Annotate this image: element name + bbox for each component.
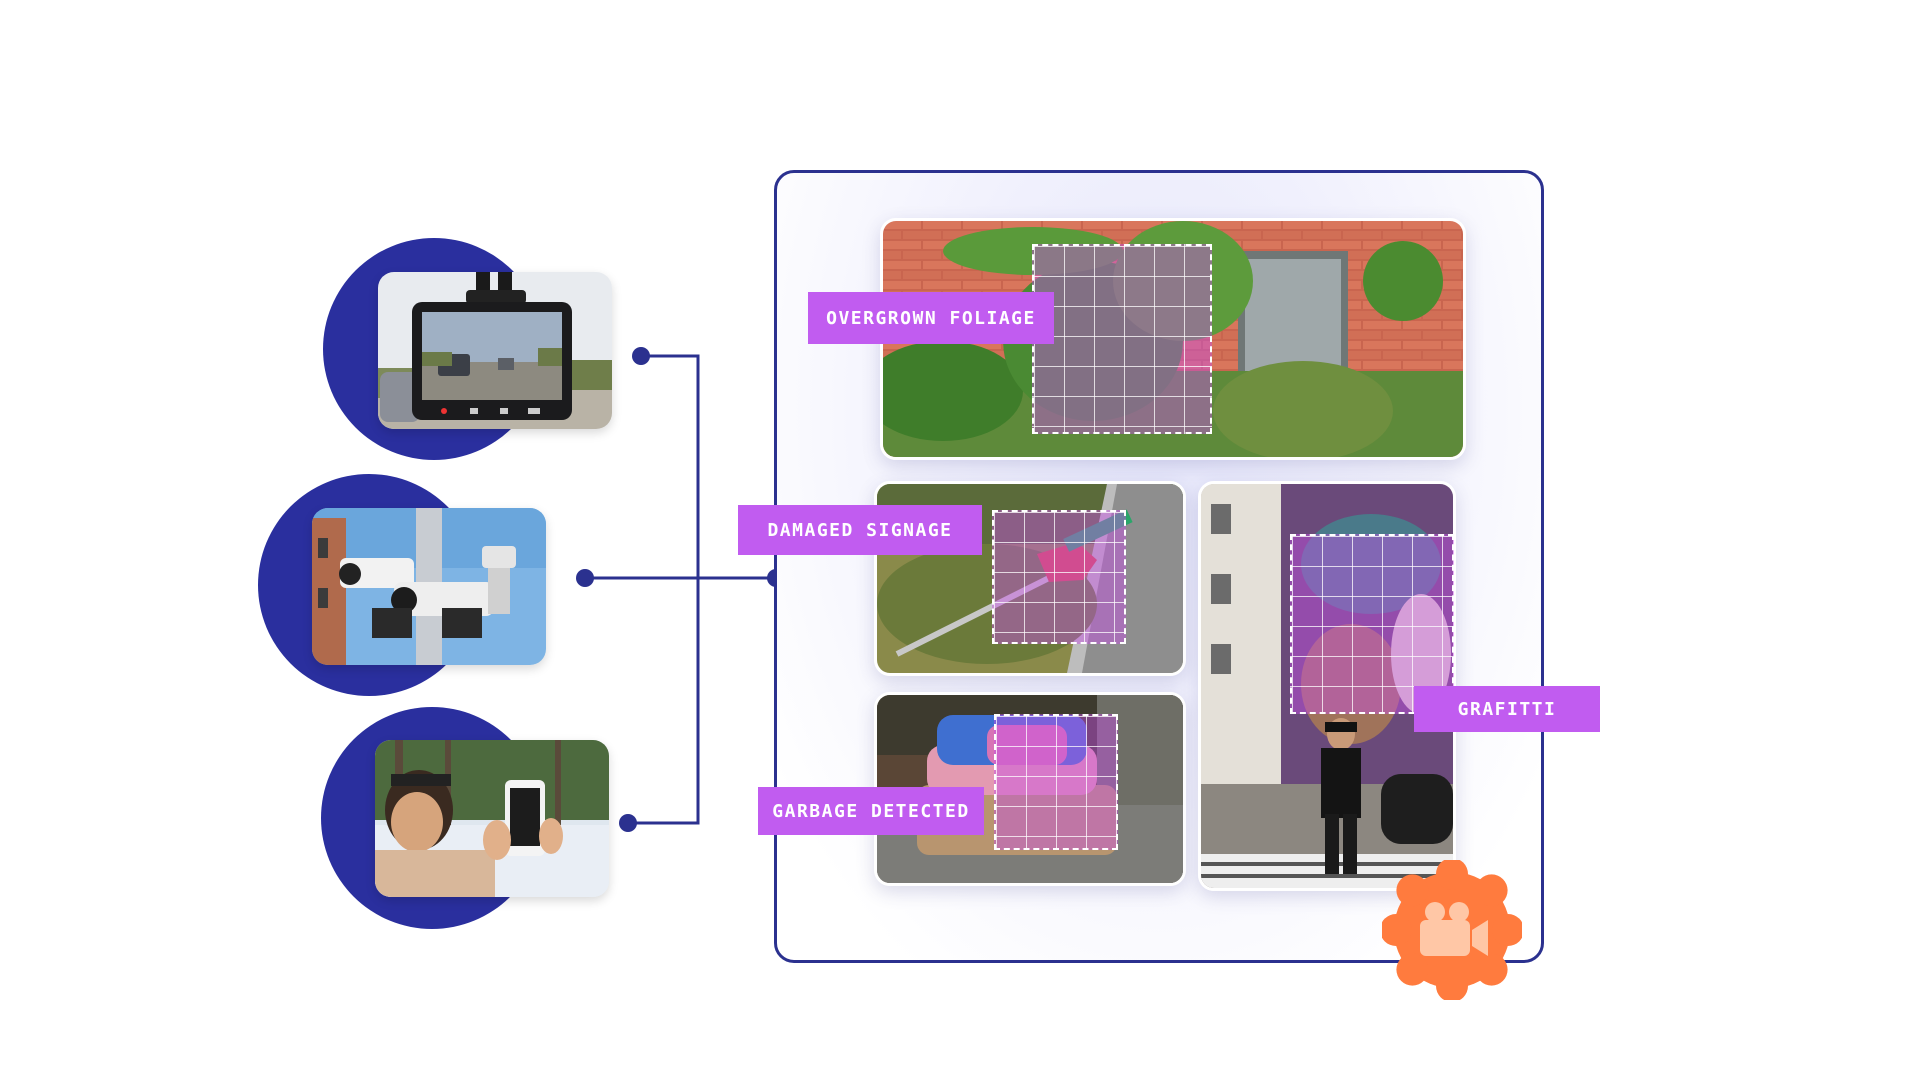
surveillance-image — [312, 508, 546, 665]
label-damaged-signage: DAMAGED SIGNAGE — [738, 505, 982, 555]
connector-dot-smartphone — [619, 814, 637, 832]
connector-dot-dashcam — [632, 347, 650, 365]
label-grafitti: GRAFITTI — [1414, 686, 1600, 732]
video-camera-icon — [1420, 902, 1488, 956]
label-garbage-detected: GARBAGE DETECTED — [758, 787, 984, 835]
dashcam-image — [378, 272, 612, 429]
video-badge — [1380, 858, 1524, 1002]
detection-box-garbage — [994, 714, 1118, 850]
connector-dot-surveillance — [576, 569, 594, 587]
detection-box-foliage — [1032, 244, 1212, 434]
detection-box-signage — [992, 510, 1126, 644]
smartphone-image — [375, 740, 609, 897]
detection-box-grafitti — [1290, 534, 1454, 714]
label-overgrown-foliage: OVERGROWN FOLIAGE — [808, 292, 1054, 344]
